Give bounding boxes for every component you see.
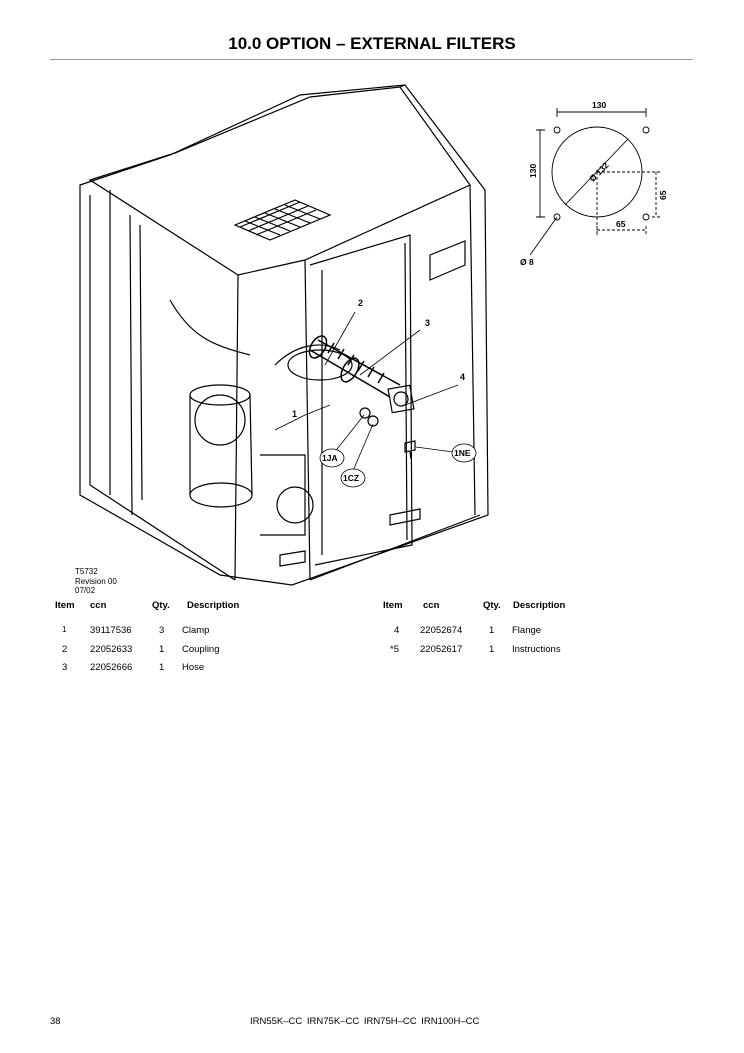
cell-item: 1 (62, 625, 67, 634)
cell-description: Clamp (182, 625, 210, 636)
header-description: Description (187, 600, 240, 611)
header-item: Item (383, 600, 403, 611)
header-description: Description (513, 600, 566, 611)
cell-ccn: 39117536 (90, 625, 132, 636)
compressor-drawing: 1 2 3 4 1JA 1CZ 1NE 130 (79, 84, 668, 586)
cell-item: 4 (394, 625, 400, 636)
cell-ccn: 22052674 (420, 625, 463, 636)
detail-hole-label: Ø 8 (520, 257, 534, 267)
callout-4: 4 (460, 372, 465, 382)
header-qty: Qty. (152, 600, 170, 611)
header-qty: Qty. (483, 600, 501, 611)
page-number: 38 (50, 1016, 61, 1027)
callout-1cz: 1CZ (343, 473, 359, 483)
cell-item: 2 (62, 644, 68, 655)
cell-ccn: 22052633 (90, 644, 133, 655)
cell-ccn: 22052666 (90, 662, 133, 673)
figure-code-line: Revision 00 (75, 576, 117, 586)
title-rule (50, 59, 693, 60)
exploded-view-illustration: 1 2 3 4 1JA 1CZ 1NE 130 (60, 75, 700, 600)
cell-ccn: 22052617 (420, 644, 463, 655)
callout-2: 2 (358, 298, 363, 308)
figure-code-line: 07/02 (75, 586, 96, 595)
callout-1ja: 1JA (322, 453, 338, 463)
callout-3: 3 (425, 318, 430, 328)
header-ccn: ccn (90, 600, 107, 611)
cell-qty: 1 (159, 662, 165, 673)
cell-description: Instructions (512, 644, 561, 655)
cell-qty: 1 (489, 644, 495, 655)
cell-qty: 1 (159, 644, 165, 655)
cutout-detail (529, 108, 660, 256)
callout-1ne: 1NE (454, 448, 471, 458)
header-item: Item (55, 600, 75, 611)
page-title: 10.0 OPTION – EXTERNAL FILTERS (228, 34, 516, 53)
detail-height-label: 130 (528, 164, 538, 178)
cell-description: Coupling (182, 644, 220, 655)
figure-code-line: T5732 (75, 567, 98, 576)
cell-qty: 3 (159, 625, 165, 636)
cell-item: 3 (62, 662, 68, 673)
cell-item: *5 (390, 644, 399, 655)
cell-description: Flange (512, 625, 542, 636)
cell-qty: 1 (489, 625, 495, 636)
callout-1: 1 (292, 409, 297, 419)
detail-offset-x-label: 65 (616, 219, 626, 229)
cell-description: Hose (182, 662, 205, 673)
model-list: IRN55K–CC IRN75K–CC IRN75H–CC IRN100H–CC (250, 1016, 480, 1027)
detail-offset-y-label: 65 (658, 190, 668, 200)
header-ccn: ccn (423, 600, 440, 611)
detail-width-label: 130 (592, 100, 606, 110)
figure-code: T5732 Revision 00 07/02 (75, 567, 117, 596)
